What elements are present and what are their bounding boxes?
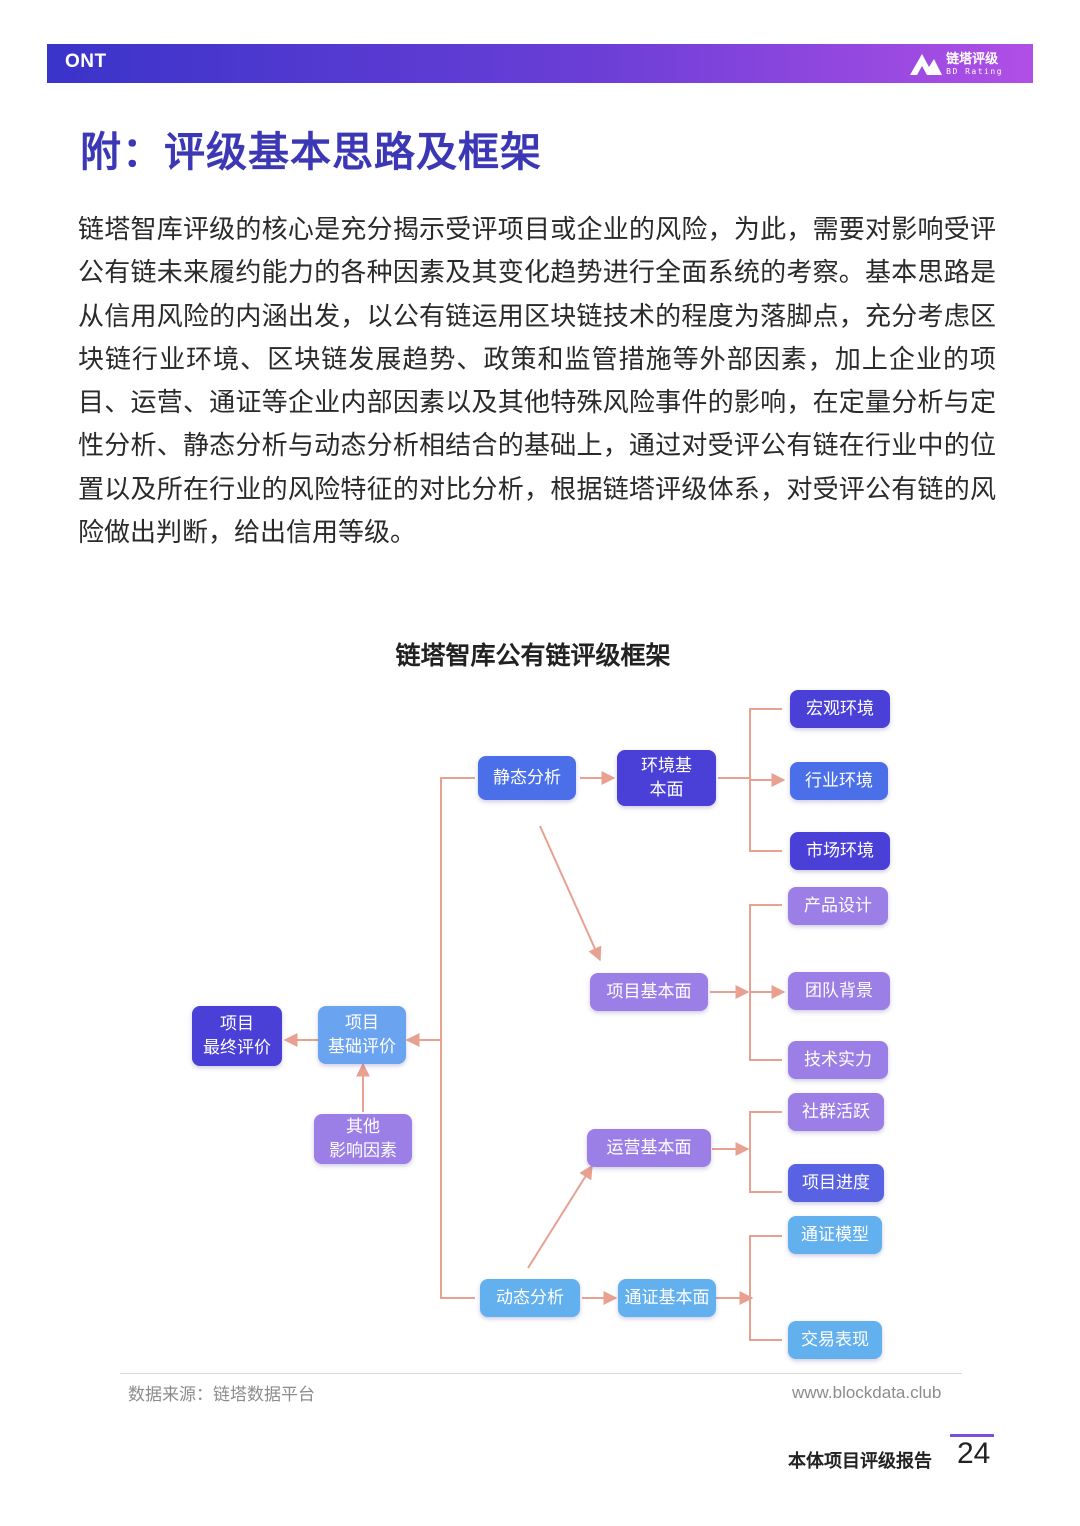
node-team-background: 团队背景 — [788, 972, 890, 1010]
header-label: ONT — [65, 51, 107, 72]
site-url: www.blockdata.club — [792, 1383, 942, 1402]
node-tech-strength: 技术实力 — [788, 1041, 888, 1079]
logo-text-en: BD Rating — [946, 66, 1003, 76]
logo-text-cn: 链塔评级 — [946, 51, 999, 67]
diagram-connectors — [283, 708, 786, 1341]
page-title: 附：评级基本思路及框架 — [80, 128, 542, 176]
node-final-evaluation: 项目 最终评价 — [192, 1006, 282, 1066]
node-project-base: 项目基本面 — [590, 973, 708, 1011]
report-name: 本体项目评级报告 — [788, 1451, 932, 1472]
node-environment-base: 环境基 本面 — [617, 750, 716, 806]
node-dynamic-analysis: 动态分析 — [480, 1279, 580, 1317]
node-operations-base: 运营基本面 — [587, 1129, 711, 1167]
node-static-analysis: 静态分析 — [478, 756, 576, 800]
page-number: 24 — [957, 1437, 991, 1470]
diagram-title: 链塔智库公有链评级框架 — [395, 641, 671, 670]
node-token-base: 通证基本面 — [618, 1279, 716, 1317]
logo-mark-icon — [910, 54, 943, 75]
node-market-environment: 市场环境 — [790, 832, 890, 870]
header-bar: ONT 链塔评级 BD Rating — [47, 44, 1033, 83]
body-paragraph: 链塔智库评级的核心是充分揭示受评项目或企业的风险，为此，需要对影响受评公有链未来… — [78, 215, 996, 549]
node-project-progress: 项目进度 — [788, 1164, 884, 1202]
node-macro-environment: 宏观环境 — [790, 690, 890, 728]
node-token-model: 通证模型 — [788, 1216, 882, 1254]
node-industry-environment: 行业环境 — [790, 762, 888, 800]
node-community-activity: 社群活跃 — [788, 1093, 884, 1131]
node-other-factors: 其他 影响因素 — [314, 1114, 412, 1164]
brand-logo: 链塔评级 BD Rating — [908, 49, 1003, 79]
node-trading-performance: 交易表现 — [788, 1321, 882, 1359]
data-source: 数据来源：链塔数据平台 — [128, 1385, 315, 1405]
node-product-design: 产品设计 — [788, 887, 888, 925]
node-base-evaluation: 项目 基础评价 — [318, 1006, 406, 1064]
page-number-accent — [950, 1434, 994, 1437]
footer-divider — [120, 1373, 962, 1374]
